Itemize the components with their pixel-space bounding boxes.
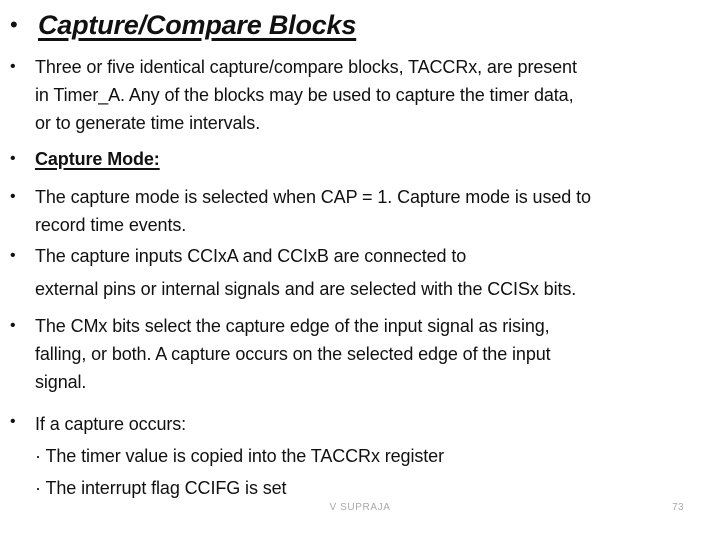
sub-bullet-line: · The timer value is copied into the TAC…	[35, 446, 444, 466]
bullet-icon: •	[10, 317, 16, 334]
bullet-item-cmx-bits: • The CMx bits select the capture edge o…	[10, 312, 712, 396]
sub-bullet-line: · The interrupt flag CCIFG is set	[35, 478, 287, 498]
bullet-text-block: If a capture occurs: · The timer value i…	[35, 408, 712, 504]
bullet-text-block: The capture mode is selected when CAP = …	[35, 183, 712, 239]
bullet-icon: •	[10, 188, 16, 205]
bullet-icon: •	[10, 58, 16, 75]
bullet-text-block: Capture Mode:	[35, 145, 712, 173]
bullet-line: record time events.	[35, 215, 187, 235]
footer-author: V SUPRAJA	[329, 502, 391, 513]
bullet-text-block: The CMx bits select the capture edge of …	[35, 312, 712, 396]
bullet-line: If a capture occurs:	[35, 414, 187, 434]
bullet-line: external pins or internal signals and ar…	[35, 279, 577, 299]
bullet-item-blocks-overview: • Three or five identical capture/compar…	[10, 53, 712, 137]
bullet-item-if-capture-occurs: • If a capture occurs: · The timer value…	[10, 408, 712, 504]
bullet-line: in Timer_A. Any of the blocks may be use…	[35, 85, 574, 105]
title-bullet-icon: •	[10, 12, 18, 37]
bullet-line: The capture mode is selected when CAP = …	[35, 187, 591, 207]
bullet-line: signal.	[35, 372, 87, 392]
bullet-item-capture-inputs: • The capture inputs CCIxA and CCIxB are…	[10, 242, 712, 303]
bullet-icon: •	[10, 247, 16, 264]
bullet-line: The capture inputs CCIxA and CCIxB are c…	[35, 246, 467, 266]
bullet-line: or to generate time intervals.	[35, 113, 261, 133]
bullet-text-block: Three or five identical capture/compare …	[35, 53, 712, 137]
bullet-icon: •	[10, 150, 16, 167]
slide-number: 73	[672, 502, 684, 513]
slide-title-row: • Capture/Compare Blocks	[10, 8, 712, 42]
bullet-item-capture-mode-heading: • Capture Mode:	[10, 145, 712, 173]
bullet-item-capture-mode-select: • The capture mode is selected when CAP …	[10, 183, 712, 239]
slide-title: Capture/Compare Blocks	[38, 10, 357, 40]
bullet-line: The CMx bits select the capture edge of …	[35, 316, 550, 336]
bullet-text-block: The capture inputs CCIxA and CCIxB are c…	[35, 242, 712, 303]
bullet-line: Capture Mode:	[35, 149, 160, 169]
bullet-line: falling, or both. A capture occurs on th…	[35, 344, 551, 364]
bullet-icon: •	[10, 413, 16, 430]
bullet-line: Three or five identical capture/compare …	[35, 57, 577, 77]
